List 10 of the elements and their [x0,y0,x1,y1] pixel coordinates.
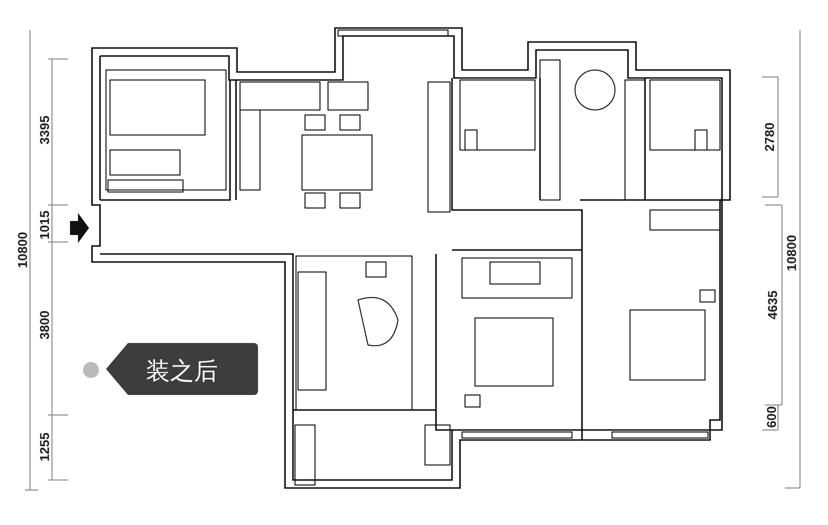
dimension-label: 10800 [785,234,799,272]
tag-label: 装之后 [106,343,258,395]
dimension-label: 600 [765,406,779,428]
dimension-label: 4635 [766,290,780,320]
dimension-label: 1255 [38,432,52,462]
dimension-label: 3395 [38,116,52,144]
dimension-label: 1015 [38,210,52,240]
dimension-label: 10800 [16,232,30,268]
dimension-label: 2780 [763,122,777,152]
dimension-label: 3800 [38,310,52,340]
